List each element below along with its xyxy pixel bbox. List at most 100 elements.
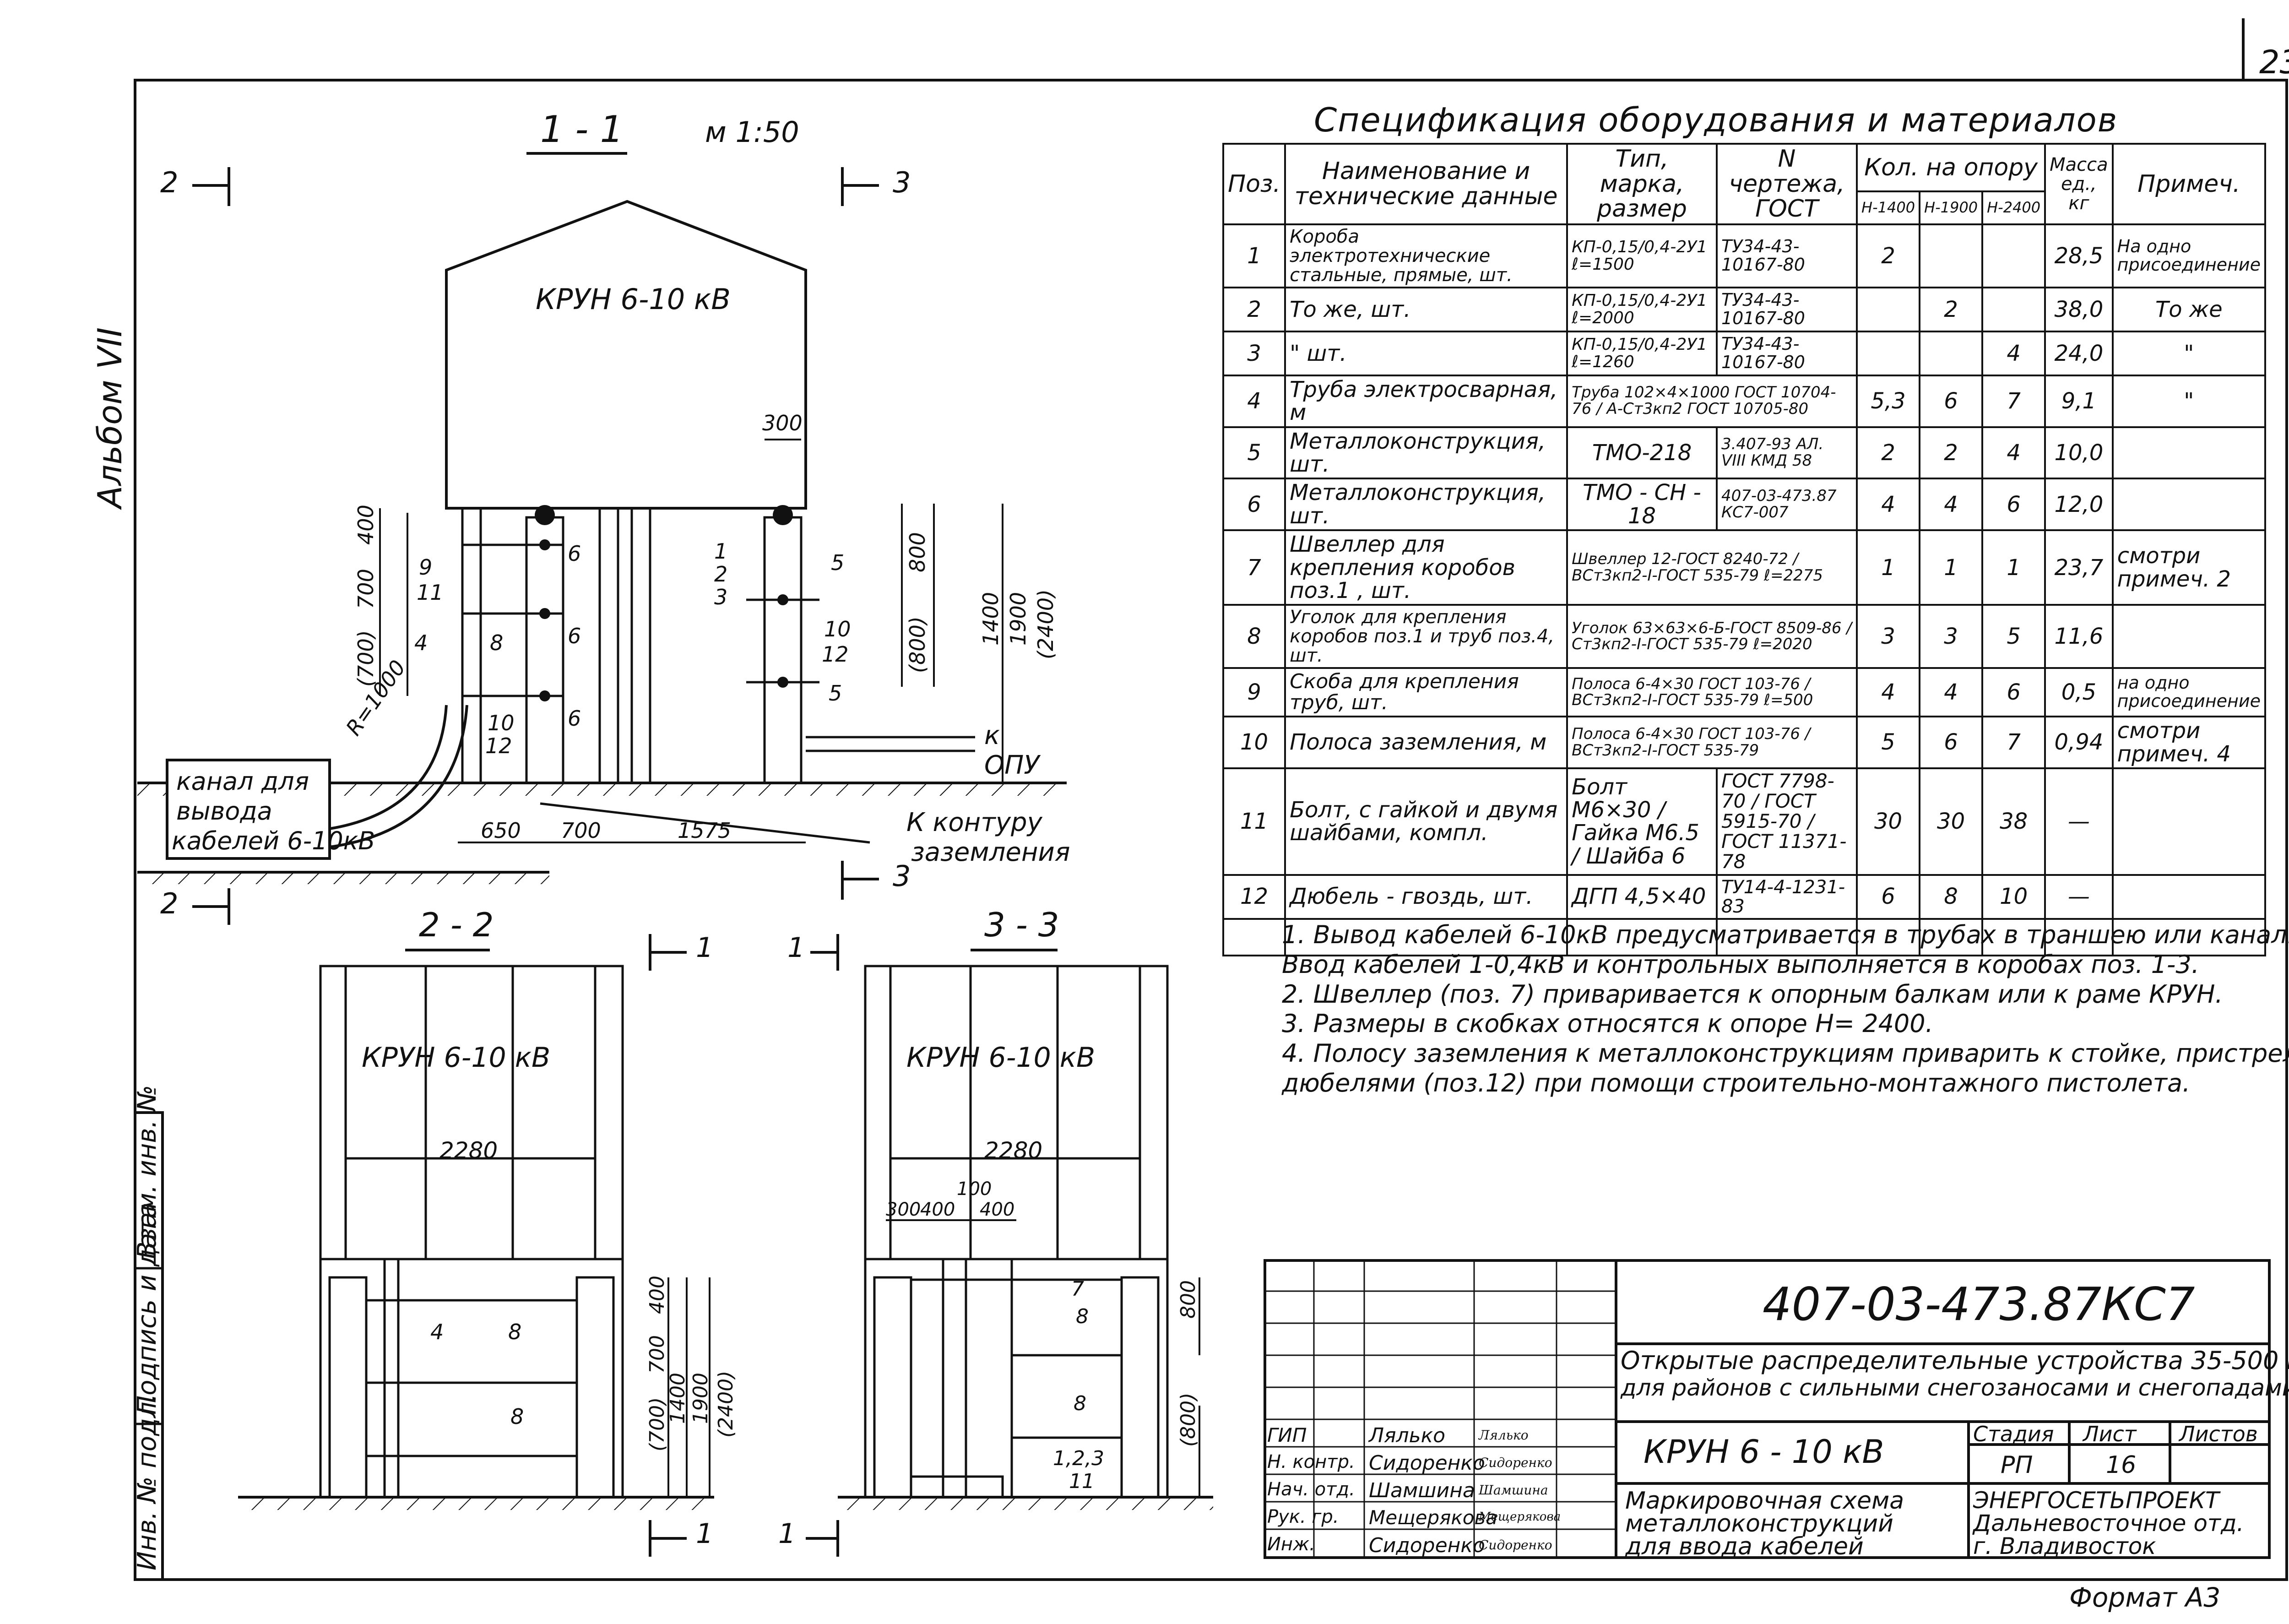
note-line: 1. Вывод кабелей 6-10кВ предусматриваетс… bbox=[1282, 920, 2289, 949]
person-role: ГИП bbox=[1267, 1424, 1307, 1446]
spec-row-empty bbox=[1222, 918, 2267, 956]
spec-q2: 2 bbox=[1919, 426, 1984, 480]
note-line: Ввод кабелей 1-0,4кВ и контрольных выпол… bbox=[1282, 950, 2199, 979]
header-drawing-1: N чертежа, bbox=[1729, 145, 1845, 198]
dim-1900: 1900 bbox=[1006, 592, 1031, 646]
drawing-title-3: для ввода кабелей bbox=[1625, 1533, 1864, 1560]
spec-q1: 4 bbox=[1855, 667, 1921, 718]
opu-label: ОПУ bbox=[984, 750, 1041, 780]
spec-name: Дюбель - гвоздь, шт. bbox=[1284, 874, 1568, 920]
spec-mass: — bbox=[2044, 874, 2114, 920]
section-1-1-scale: м 1:50 bbox=[705, 115, 799, 149]
header-qty: Кол. на опору bbox=[1855, 142, 2046, 193]
spec-q2: 1 bbox=[1919, 529, 1984, 606]
spec-q3 bbox=[1981, 223, 2046, 288]
spec-title: Спецификация оборудования и материалов bbox=[1314, 101, 2118, 139]
spec-row: 12 Дюбель - гвоздь, шт. ДГП 4,5×40 ТУ14-… bbox=[1222, 874, 2267, 920]
person-role: Рук. гр. bbox=[1267, 1506, 1339, 1527]
spec-pos: 12 bbox=[1222, 874, 1286, 920]
spec-q1: 2 bbox=[1855, 426, 1921, 480]
section-3-3: 3 - 3 1 1 КРУН 6-10 кВ 2280 30 bbox=[778, 906, 1213, 1557]
cable-channel bbox=[166, 759, 331, 860]
spec-pos: 1 bbox=[1222, 223, 1286, 288]
spec-q2 bbox=[1919, 330, 1984, 376]
spec-mass: 9,1 bbox=[2044, 374, 2114, 428]
cut-mark-1-22b: 1 bbox=[696, 1518, 713, 1550]
callout-5a: 5 bbox=[831, 550, 844, 575]
spec-q3: 1 bbox=[1981, 529, 2046, 606]
org-1: ЭНЕРГОСЕТЬПРОЕКТ bbox=[1973, 1487, 2219, 1514]
spec-note: смотри примеч. 2 bbox=[2111, 529, 2267, 606]
title-block-grid bbox=[1264, 1259, 2271, 1559]
side-field-replace: Взам. инв. № bbox=[132, 1085, 162, 1259]
org-2: Дальневосточное отд. bbox=[1973, 1510, 2244, 1537]
dim-22-1400: 1400 bbox=[666, 1373, 689, 1424]
spec-pos: 6 bbox=[1222, 478, 1286, 532]
callout-1: 1 bbox=[714, 539, 727, 564]
spec-q1: 2 bbox=[1855, 223, 1921, 288]
stage-value: РП bbox=[2001, 1451, 2033, 1479]
album-label: Альбом VII bbox=[91, 327, 129, 510]
sheet-number: 23 bbox=[2259, 43, 2289, 81]
channel-label-1: канал для bbox=[176, 767, 309, 796]
spec-type: Полоса 6-4×30 ГОСТ 103-76 / ВСт3кп2-I-ГО… bbox=[1566, 667, 1858, 718]
spec-mass: 38,0 bbox=[2044, 286, 2114, 332]
callout-10b: 10 bbox=[824, 617, 851, 641]
spec-q1: 1 bbox=[1855, 529, 1921, 606]
spec-pos: 2 bbox=[1222, 286, 1286, 332]
cut-mark-3-top: 3 bbox=[893, 166, 911, 199]
header-type: Тип, марка, размер bbox=[1566, 143, 1718, 225]
callout-22-4: 4 bbox=[430, 1320, 444, 1344]
spec-name: Скоба для крепления труб, шт. bbox=[1284, 667, 1568, 718]
spec-row: 4 Труба электросварная, м Труба 102×4×10… bbox=[1222, 374, 2267, 428]
spec-name: Швеллер для крепления коробов поз.1 , шт… bbox=[1284, 529, 1568, 606]
note-line: 2. Швеллер (поз. 7) приваривается к опор… bbox=[1282, 979, 2223, 1009]
spec-pos: 4 bbox=[1222, 374, 1286, 428]
spec-doc: ТУ34-43-10167-80 bbox=[1715, 286, 1858, 332]
dim-33-800: 800 bbox=[1177, 1280, 1200, 1319]
spec-note bbox=[2111, 426, 2267, 480]
section-1-1-title: 1 - 1 bbox=[540, 108, 624, 151]
sheet-frame bbox=[134, 18, 2288, 1581]
spec-header-row: Поз. Наименование и технические данные Т… bbox=[1222, 142, 2267, 225]
spec-mass: 0,94 bbox=[2044, 716, 2114, 770]
spec-row: 7 Швеллер для крепления коробов поз.1 , … bbox=[1222, 529, 2267, 606]
spec-q2 bbox=[1919, 223, 1984, 288]
dim-700: 700 bbox=[353, 569, 378, 609]
spec-q1: 3 bbox=[1855, 604, 1921, 669]
person-sign: Сидоренко bbox=[1479, 1537, 1552, 1553]
spec-mass: 23,7 bbox=[2044, 529, 2114, 606]
spec-mass: — bbox=[2044, 767, 2114, 876]
spec-mass: 28,5 bbox=[2044, 223, 2114, 288]
side-fields: Альбом VII Инв. № подл. Подпись и дата В… bbox=[91, 327, 163, 1570]
cut-mark-3-bottom: 3 bbox=[893, 859, 911, 893]
callout-4: 4 bbox=[414, 630, 428, 655]
spec-note bbox=[2111, 478, 2267, 532]
header-drawing: N чертежа, ГОСТ bbox=[1715, 143, 1858, 225]
dim-650: 650 bbox=[481, 818, 521, 843]
section-3-3-title: 3 - 3 bbox=[984, 906, 1059, 944]
spec-doc: ТУ34-43-10167-80 bbox=[1715, 223, 1858, 288]
person-role: Нач. отд. bbox=[1267, 1479, 1355, 1500]
spec-note: на одно присоединение bbox=[2111, 667, 2267, 718]
person-role: Н. контр. bbox=[1267, 1451, 1355, 1472]
header-note: Примеч. bbox=[2111, 143, 2267, 225]
spec-mass: 0,5 bbox=[2044, 667, 2114, 718]
dim-22-700p: (700) bbox=[645, 1397, 669, 1451]
contour-label-2: заземления bbox=[911, 837, 1070, 867]
drawing-title-2: металлоконструкций bbox=[1625, 1510, 1893, 1537]
krun-label-2-2: КРУН 6-10 кВ bbox=[362, 1042, 550, 1074]
callout-22-8a: 8 bbox=[508, 1320, 521, 1344]
spec-q3: 4 bbox=[1981, 330, 2046, 376]
header-mass-2: ед., кг bbox=[2061, 173, 2097, 214]
cut-mark-2-top: 2 bbox=[160, 166, 178, 199]
spec-note bbox=[2111, 604, 2267, 669]
person-name: Сидоренко bbox=[1369, 1451, 1485, 1475]
spec-type: КП-0,15/0,4-2У1 ℓ=2000 bbox=[1566, 286, 1718, 332]
dim-33-400: 400 bbox=[920, 1199, 955, 1220]
spec-type: ТМО-218 bbox=[1566, 426, 1718, 480]
spec-doc: 3.407-93 АЛ. VIII КМД 58 bbox=[1715, 426, 1858, 480]
callout-33-123: 1,2,3 bbox=[1053, 1447, 1104, 1470]
spec-name: Уголок для крепления коробов поз.1 и тру… bbox=[1284, 604, 1568, 669]
dim-800: 800 bbox=[905, 532, 930, 572]
